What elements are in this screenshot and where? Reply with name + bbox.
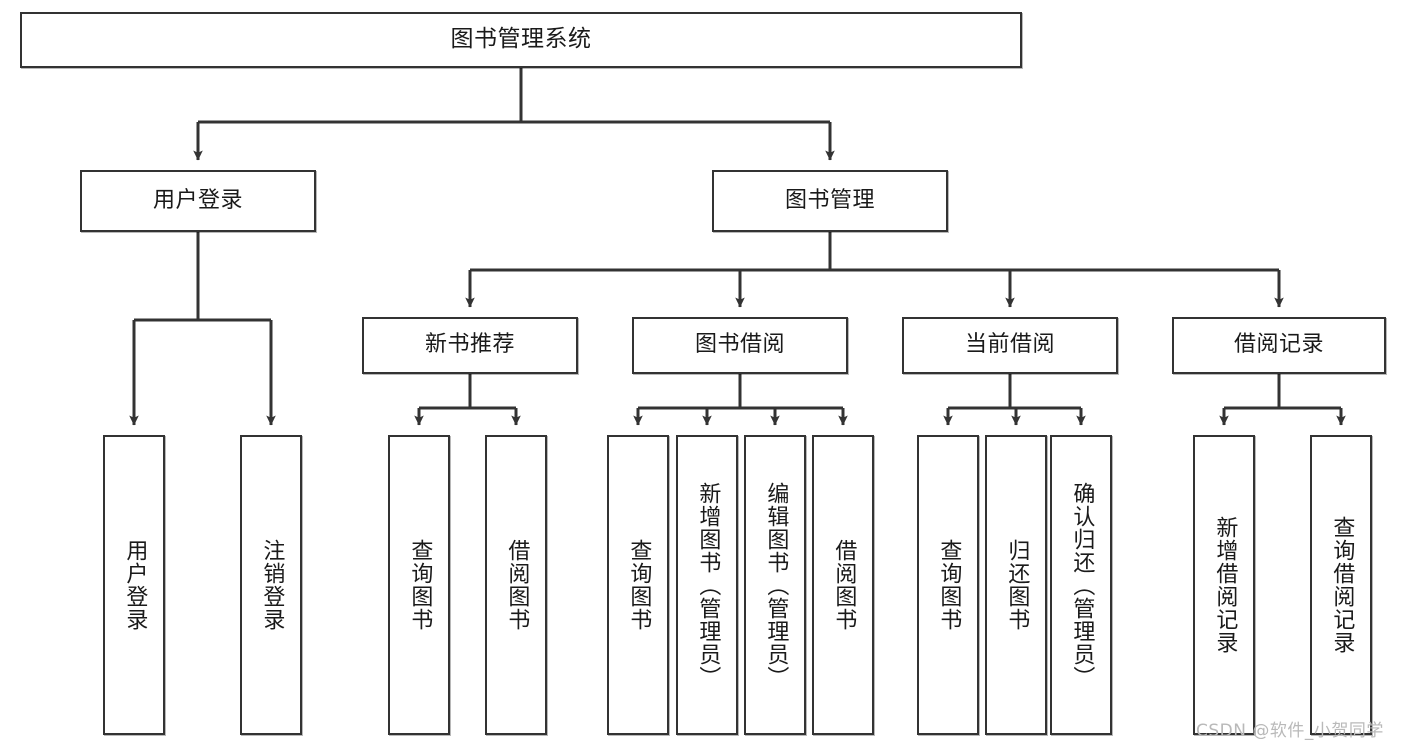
node-new-book-recommend-label: 新书推荐: [424, 332, 515, 358]
node-leaf-confirm-return-label: 确认归还（管理员）: [1069, 481, 1095, 689]
node-leaf-borrow-book-recommend-label: 借阅图书: [504, 539, 530, 631]
node-leaf-confirm-return[interactable]: 确认归还（管理员）: [1050, 435, 1112, 735]
node-root[interactable]: 图书管理系统: [20, 12, 1022, 68]
node-leaf-user-login[interactable]: 用户登录: [103, 435, 165, 735]
node-leaf-add-book-label: 新增图书（管理员）: [695, 481, 721, 689]
node-leaf-return-book[interactable]: 归还图书: [985, 435, 1047, 735]
node-borrow-record[interactable]: 借阅记录: [1172, 317, 1386, 374]
node-book-borrow[interactable]: 图书借阅: [632, 317, 848, 374]
node-leaf-logout-label: 注销登录: [259, 539, 285, 631]
node-leaf-query-borrow-record-label: 查询借阅记录: [1329, 516, 1355, 654]
node-leaf-query-book-borrow[interactable]: 查询图书: [607, 435, 669, 735]
node-leaf-add-borrow-record-label: 新增借阅记录: [1212, 516, 1238, 654]
node-leaf-edit-book-label: 编辑图书（管理员）: [763, 481, 789, 689]
node-leaf-borrow-book[interactable]: 借阅图书: [812, 435, 874, 735]
node-leaf-return-book-label: 归还图书: [1004, 539, 1030, 631]
node-leaf-borrow-book-recommend[interactable]: 借阅图书: [485, 435, 547, 735]
node-root-label: 图书管理系统: [450, 26, 592, 53]
node-leaf-borrow-book-label: 借阅图书: [831, 539, 857, 631]
node-leaf-query-book-recommend-label: 查询图书: [407, 539, 433, 631]
node-leaf-user-login-label: 用户登录: [122, 539, 148, 631]
node-book-manage-label: 图书管理: [784, 187, 875, 213]
node-leaf-query-book-borrow-label: 查询图书: [626, 539, 652, 631]
node-borrow-record-label: 借阅记录: [1233, 332, 1324, 358]
node-current-borrow[interactable]: 当前借阅: [902, 317, 1118, 374]
node-book-borrow-label: 图书借阅: [694, 332, 785, 358]
node-user-login-label: 用户登录: [152, 187, 243, 213]
node-leaf-logout[interactable]: 注销登录: [240, 435, 302, 735]
node-user-login[interactable]: 用户登录: [80, 170, 316, 232]
node-leaf-query-borrow-record[interactable]: 查询借阅记录: [1310, 435, 1372, 735]
node-book-manage[interactable]: 图书管理: [712, 170, 948, 232]
node-leaf-edit-book[interactable]: 编辑图书（管理员）: [744, 435, 806, 735]
node-current-borrow-label: 当前借阅: [964, 332, 1055, 358]
node-leaf-query-book-current[interactable]: 查询图书: [917, 435, 979, 735]
node-leaf-query-book-recommend[interactable]: 查询图书: [388, 435, 450, 735]
node-leaf-add-book[interactable]: 新增图书（管理员）: [676, 435, 738, 735]
node-leaf-query-book-current-label: 查询图书: [936, 539, 962, 631]
node-new-book-recommend[interactable]: 新书推荐: [362, 317, 578, 374]
node-leaf-add-borrow-record[interactable]: 新增借阅记录: [1193, 435, 1255, 735]
